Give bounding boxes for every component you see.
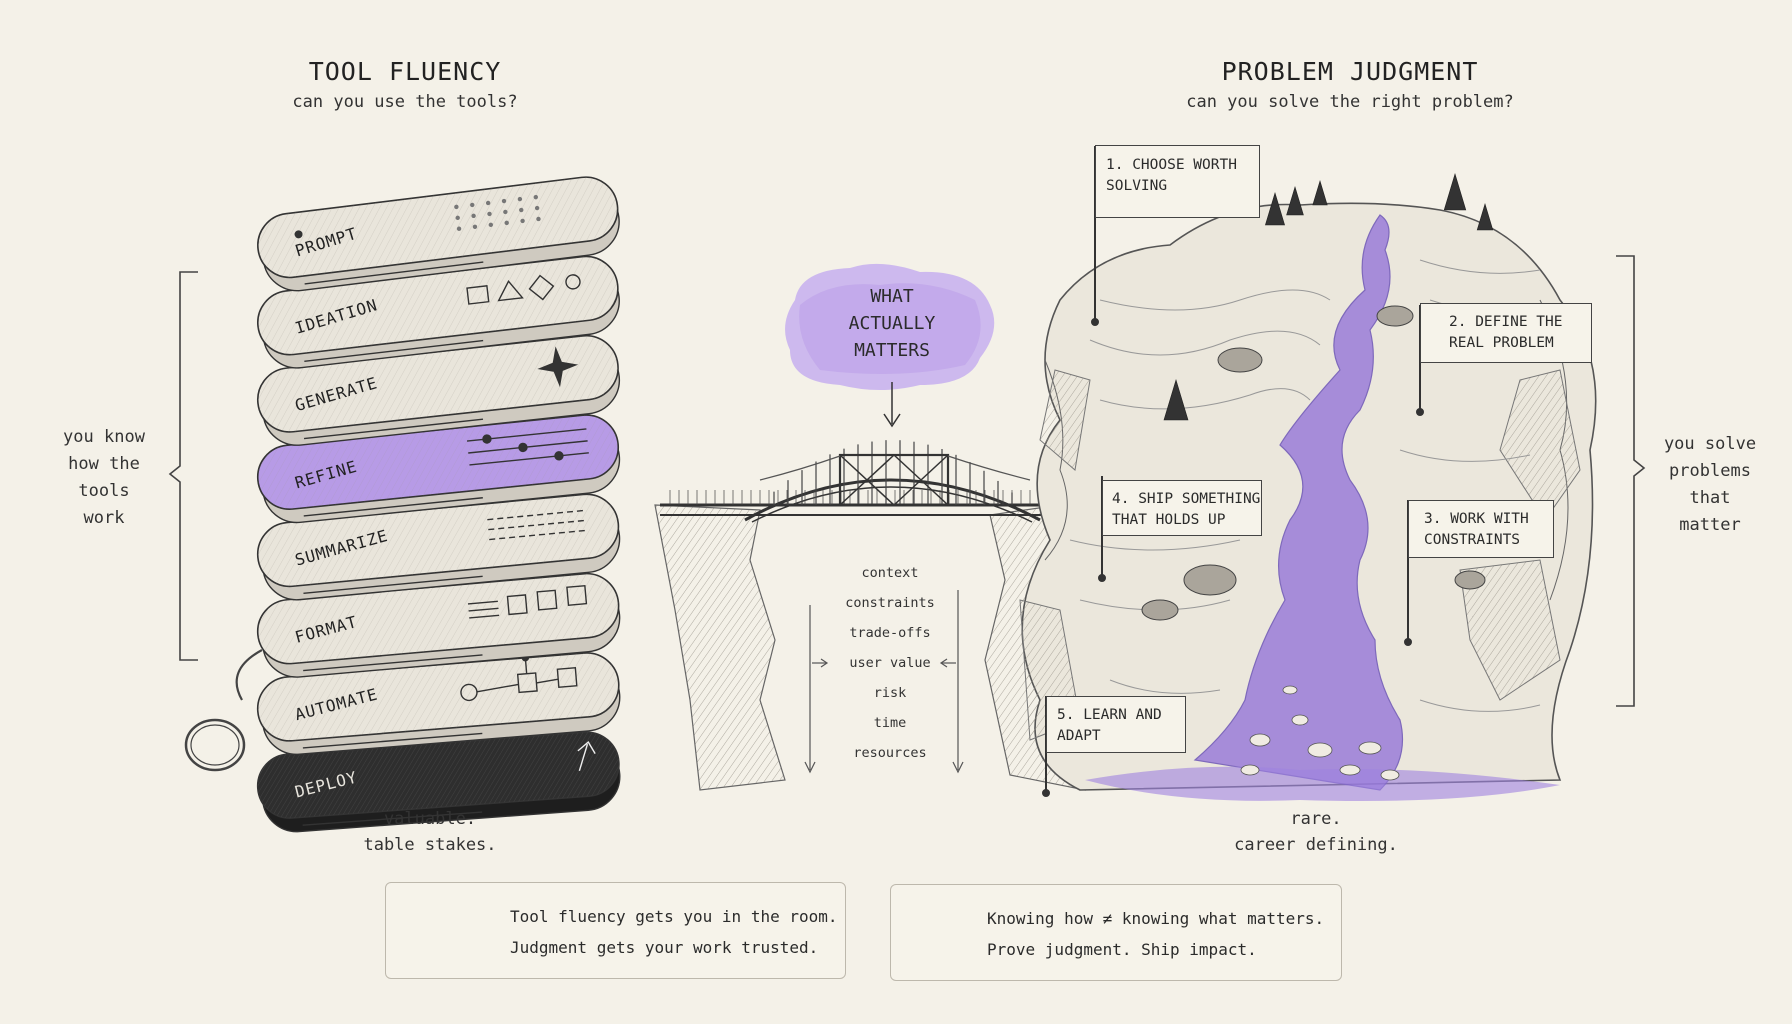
- sliders-icon: [466, 428, 589, 466]
- factor-item: risk: [873, 685, 907, 701]
- legend-card-judgment: Knowing how ≠ knowing what matters. Prov…: [890, 884, 1342, 981]
- left-subtitle: can you use the tools?: [292, 92, 518, 112]
- matters-cloud: [785, 263, 995, 428]
- legend-line: Judgment gets your work trusted.: [510, 938, 819, 957]
- sparkle-icon: [537, 346, 579, 388]
- factor-item: time: [873, 715, 907, 731]
- matters-text: WHAT ACTUALLY MATTERS: [848, 286, 936, 361]
- legend-line: Prove judgment. Ship impact.: [987, 940, 1257, 959]
- legend-line: Knowing how ≠ knowing what matters.: [987, 909, 1325, 928]
- right-subtitle: can you solve the right problem?: [1186, 92, 1514, 112]
- bridge-illustration: [654, 440, 1086, 791]
- left-brace: [168, 271, 198, 661]
- lines-icon: [487, 509, 589, 541]
- left-caption: valuable. table stakes.: [363, 809, 497, 855]
- tool-blade-automate: AUTOMATE: [256, 652, 621, 756]
- layout-icon: [467, 584, 588, 619]
- factor-item: user value: [849, 655, 931, 671]
- factor-item: trade-offs: [849, 625, 931, 641]
- arrow-up-icon: [577, 741, 596, 772]
- tool-blade-prompt: PROMPT: [257, 176, 620, 292]
- shapes-icon: [466, 274, 581, 305]
- right-side-note: you solve problems that matter: [1663, 434, 1757, 535]
- tool-blade-refine: REFINE: [256, 414, 621, 524]
- right-caption: rare. career defining.: [1234, 809, 1398, 855]
- flag-ship-something: 4. SHIP SOMETHING THAT HOLDS UP: [1102, 480, 1262, 536]
- key-ring: [184, 649, 263, 772]
- legend-card-fluency: Tool fluency gets you in the room. Judgm…: [385, 882, 846, 979]
- factor-item: context: [861, 565, 919, 581]
- tool-blade-format: FORMAT: [256, 572, 621, 678]
- flag-define-real-problem: 2. DEFINE THE REAL PROBLEM: [1420, 303, 1592, 363]
- flag-choose-worth-solving: 1. CHOOSE WORTH SOLVING: [1095, 145, 1260, 218]
- tool-stack: DEPLOYAUTOMATEFORMATSUMMARIZEREFINEGENER…: [256, 176, 621, 833]
- factor-arrows: [804, 590, 964, 774]
- factor-item: constraints: [845, 595, 935, 611]
- legend-line: Tool fluency gets you in the room.: [510, 907, 838, 926]
- left-title: TOOL FLUENCY: [308, 57, 502, 86]
- factor-item: resources: [853, 745, 927, 761]
- right-brace: [1616, 255, 1646, 707]
- tool-blade-ideation: IDEATION: [257, 255, 620, 369]
- tool-blade-generate: GENERATE: [256, 334, 621, 446]
- right-title: PROBLEM JUDGMENT: [1221, 57, 1479, 86]
- dots-icon: [454, 194, 541, 231]
- flag-learn-and-adapt: 5. LEARN AND ADAPT: [1046, 696, 1186, 753]
- flag-work-with-constraints: 3. WORK WITH CONSTRAINTS: [1408, 500, 1554, 558]
- left-side-note: you know how the tools work: [63, 427, 145, 528]
